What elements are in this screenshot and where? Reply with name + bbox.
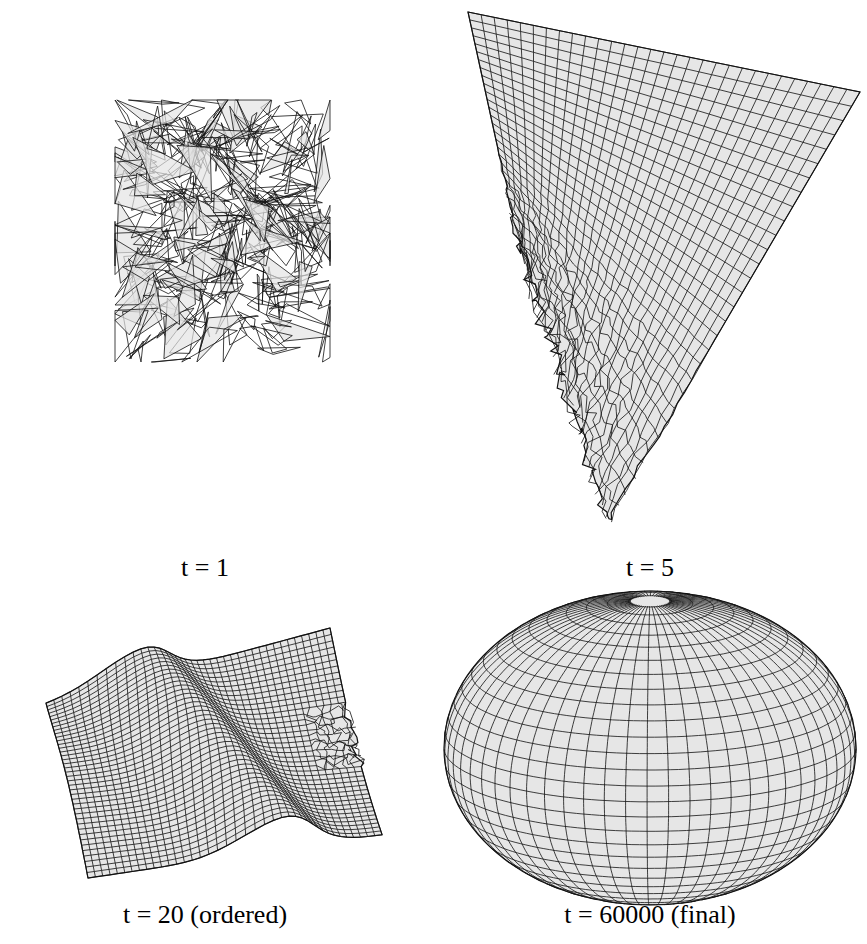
tangled-mesh: [115, 100, 330, 362]
ordered-mesh: [46, 628, 382, 878]
time-label: t = 60000 (final): [564, 900, 735, 930]
time-label: t = 20 (ordered): [123, 900, 287, 930]
partial-mesh: [468, 12, 860, 522]
sphere-mesh: [444, 591, 856, 905]
time-label: t = 5: [626, 553, 674, 583]
time-label: t = 1: [181, 553, 229, 583]
